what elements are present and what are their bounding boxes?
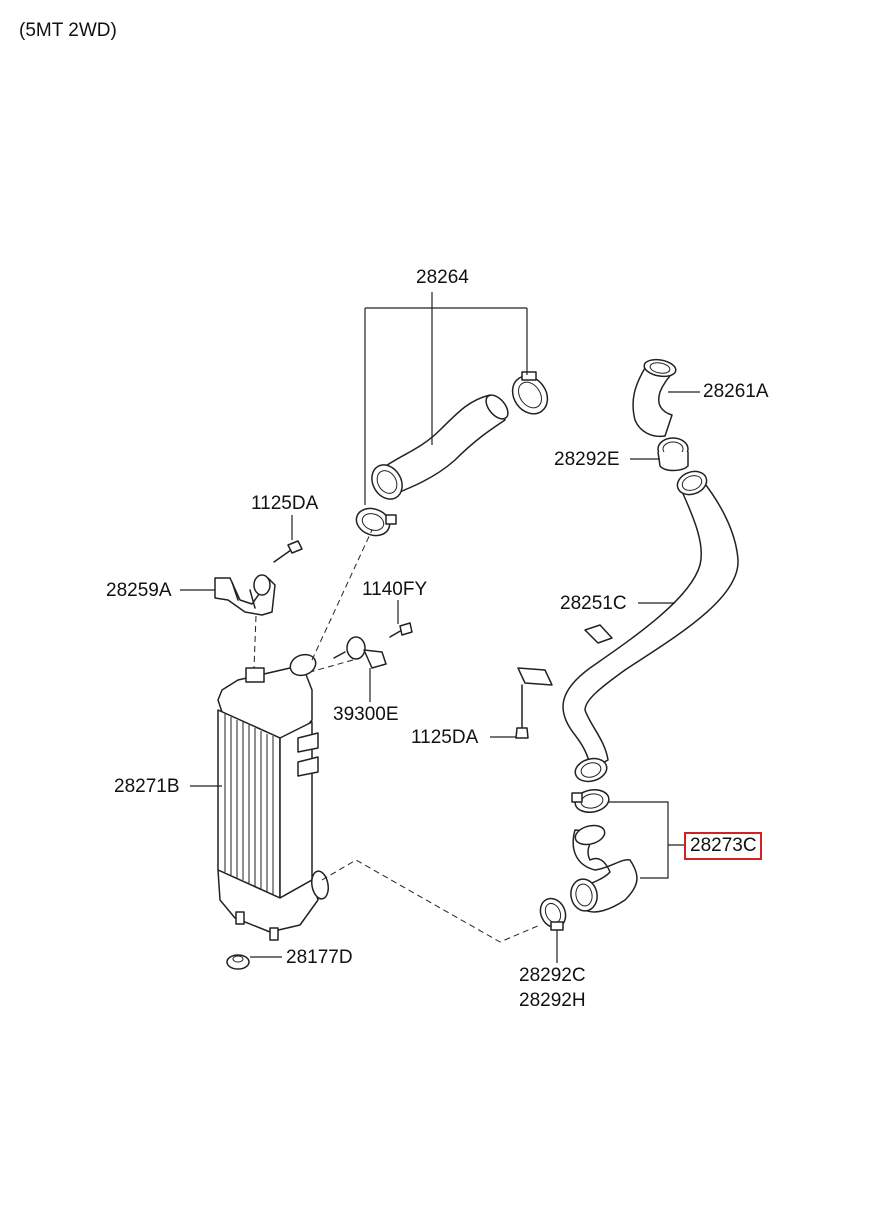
sensor-39300E[interactable] [333,636,387,669]
part-label-1140FY[interactable]: 1140FY [362,579,428,600]
part-label-39300E[interactable]: 39300E [333,704,399,725]
clamp-28264-bottom[interactable] [353,504,397,540]
bolt-1125DA-top[interactable] [273,540,303,563]
part-label-28273C-highlighted[interactable]: 28273C [684,832,762,860]
part-label-28261A[interactable]: 28261A [703,381,769,402]
part-label-28292H[interactable]: 28292H [519,990,586,1011]
bracket-28259A[interactable] [214,574,276,616]
hose-28264[interactable] [366,391,512,504]
diagram-variant-label: (5MT 2WD) [19,20,117,41]
grommet-28177D[interactable] [226,954,250,970]
part-label-28264[interactable]: 28264 [416,267,469,288]
clamp-28264-top[interactable] [505,369,554,420]
part-label-28292C[interactable]: 28292C [519,965,586,986]
hose-28251C[interactable] [517,468,739,785]
clamp-28292E[interactable] [657,437,689,472]
part-label-28177D[interactable]: 28177D [286,947,353,968]
bolt-1125DA-mid[interactable] [515,684,529,739]
hose-28273C[interactable] [568,822,638,913]
part-label-28251C[interactable]: 28251C [560,593,627,614]
hose-28261A[interactable] [632,357,677,438]
bolt-1140FY[interactable] [389,622,413,638]
part-label-1125DA-mid[interactable]: 1125DA [411,727,479,748]
part-label-28271B[interactable]: 28271B [114,776,180,797]
part-label-1125DA-top[interactable]: 1125DA [251,493,319,514]
part-label-28259A[interactable]: 28259A [106,580,172,601]
part-label-28292E[interactable]: 28292E [554,449,620,470]
clamp-28273C[interactable] [571,787,611,815]
intercooler-28271B[interactable] [217,651,330,941]
clamp-28292C[interactable] [536,894,570,931]
